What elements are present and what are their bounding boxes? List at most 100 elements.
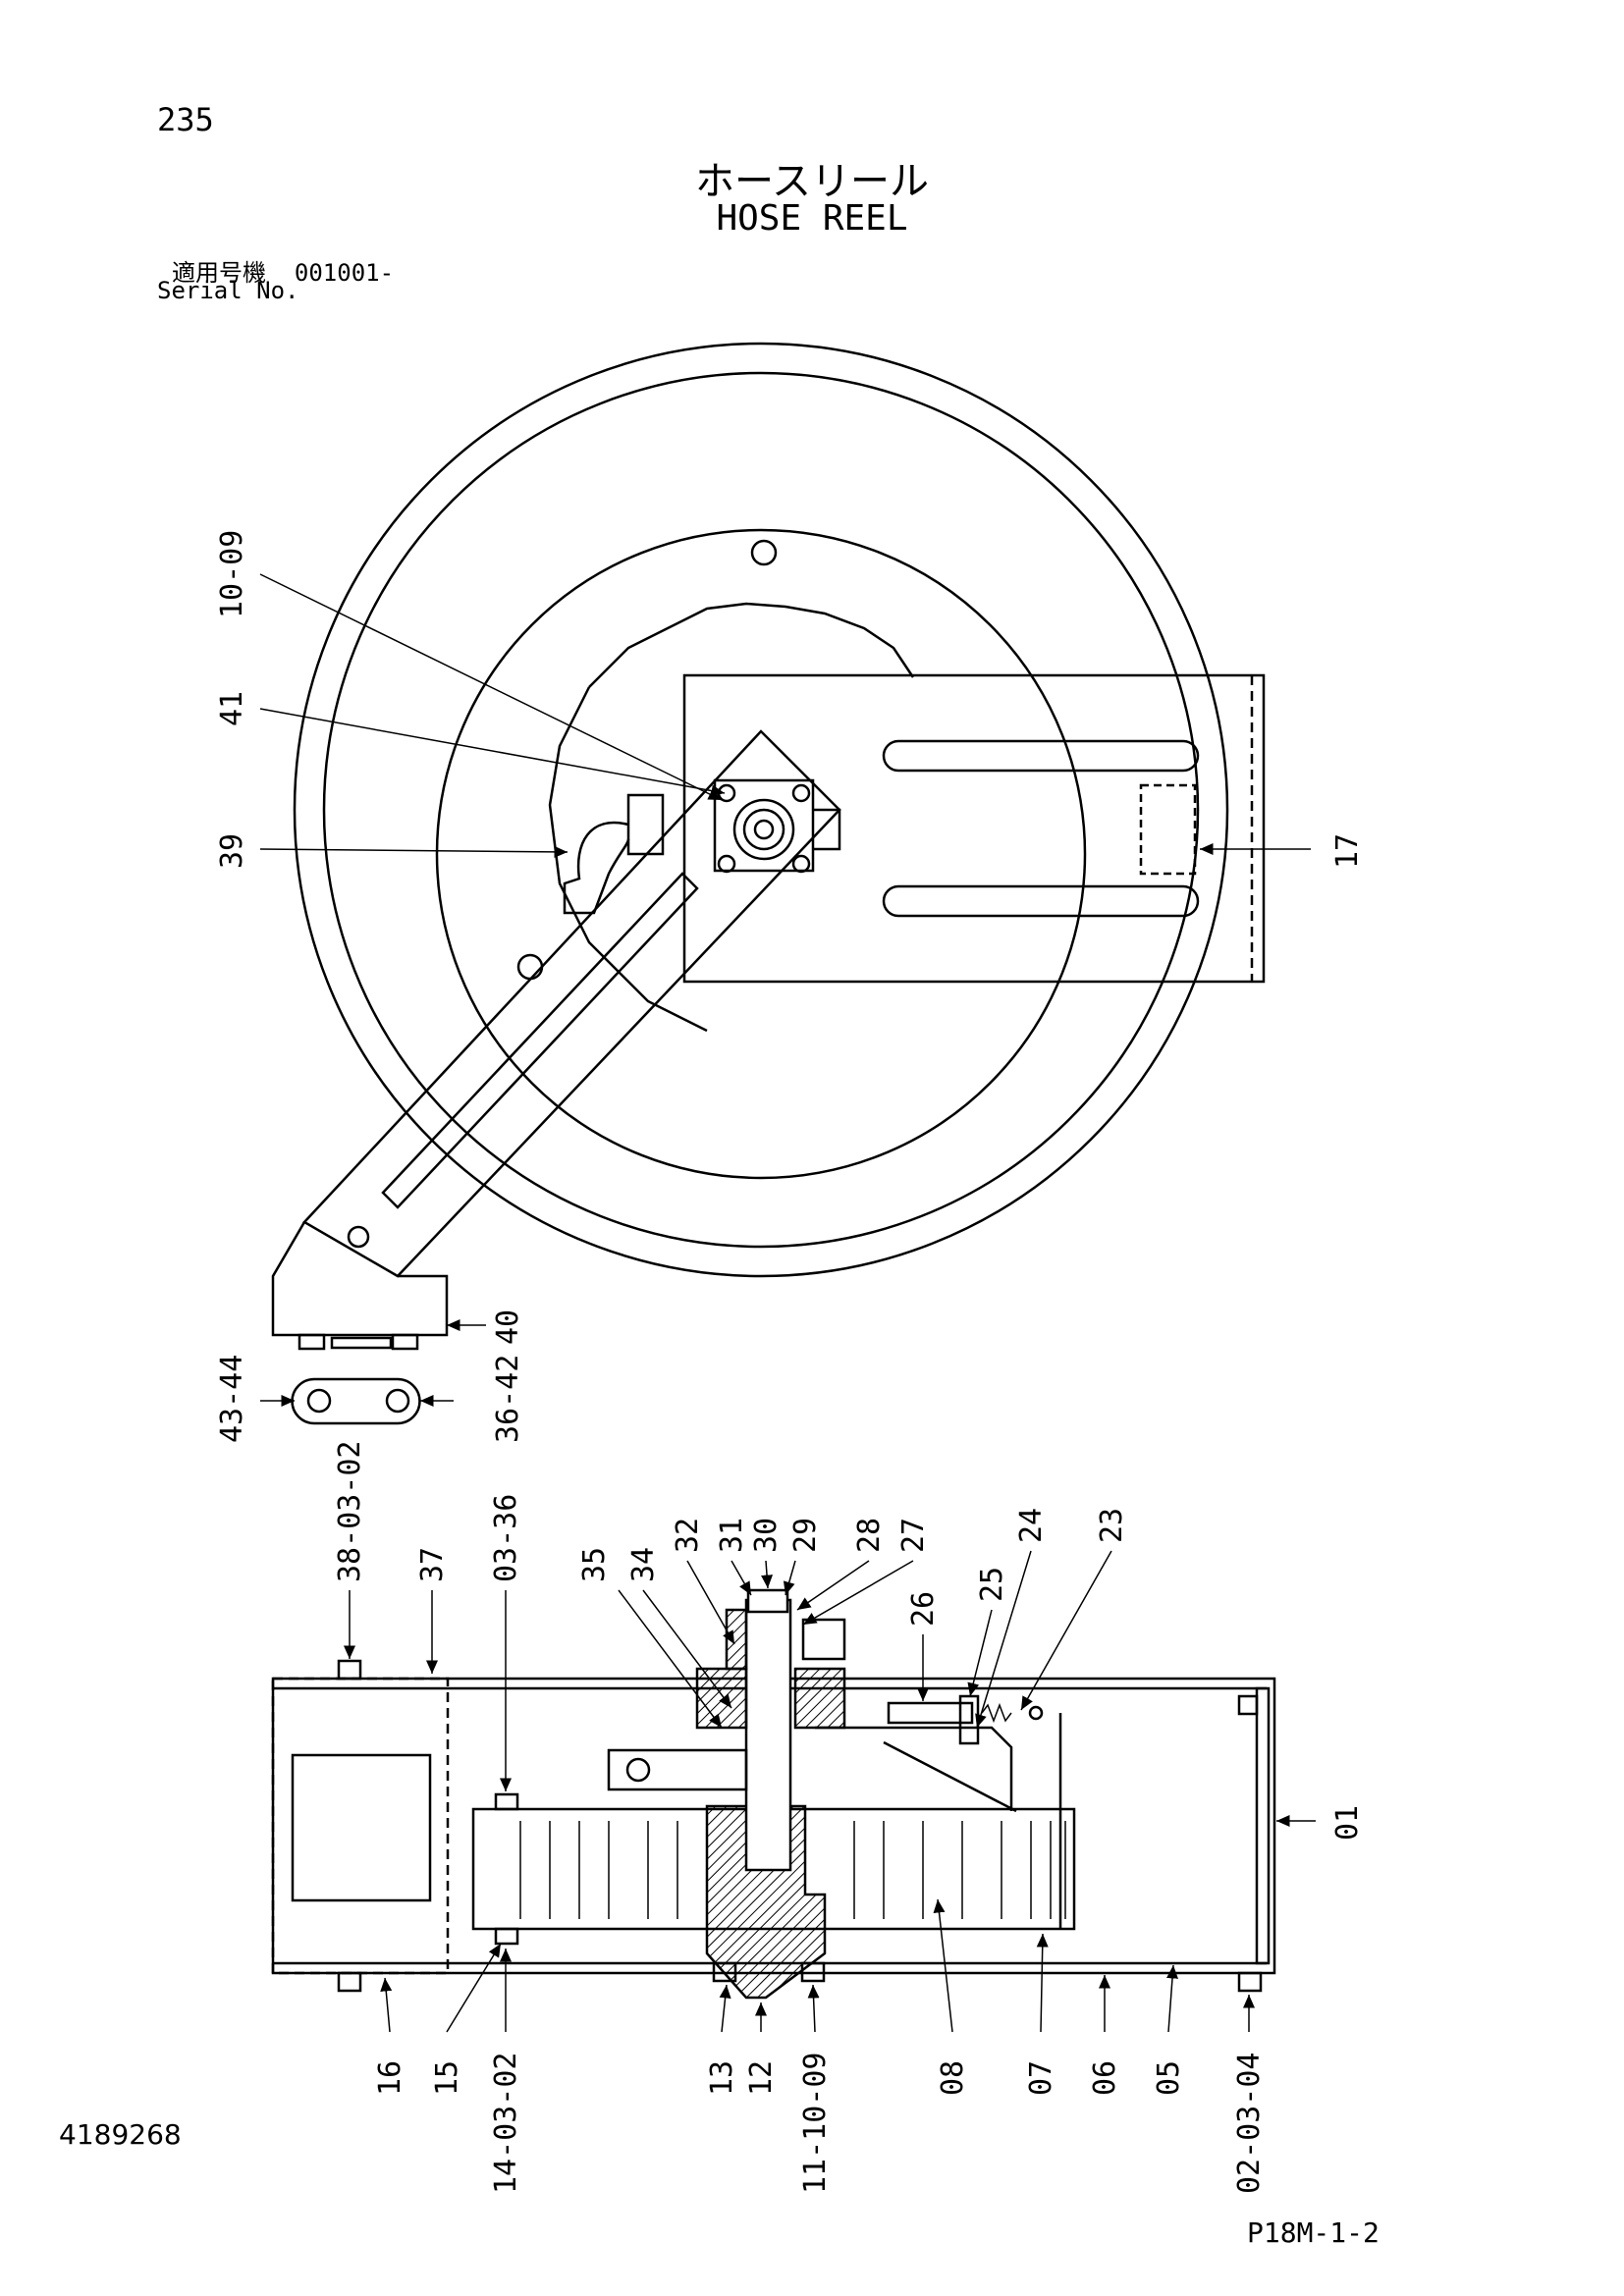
label-26: 26	[906, 1591, 941, 1627]
label-07: 07	[1024, 2060, 1058, 2096]
label-12: 12	[744, 2060, 779, 2096]
reel-inner-rim	[322, 371, 1200, 1249]
top-view-labels: 10-09 41 39 17 40 43-44 36-42	[215, 530, 1365, 1443]
swivel-bolt-3	[717, 854, 736, 874]
end-plate	[1255, 1686, 1271, 1965]
pawl-housing	[887, 1701, 974, 1725]
bolt-hub-right	[800, 1961, 826, 1983]
arm-foot	[271, 1221, 449, 1337]
ratchet-brace	[883, 1740, 1017, 1813]
reel-outer-rim	[293, 342, 1229, 1278]
foot-nut-right	[391, 1333, 419, 1351]
bracket-slot-lower	[882, 884, 1200, 918]
reel-drum	[435, 528, 1087, 1180]
page-code: P18M-1-2	[1247, 2216, 1380, 2249]
label-25: 25	[975, 1567, 1009, 1602]
label-36-42: 36-42	[491, 1355, 525, 1443]
arm-slot	[381, 872, 699, 1209]
hose-fitting-ring	[625, 1757, 651, 1783]
hose-fitting-section	[607, 1748, 748, 1791]
label-15: 15	[430, 2060, 464, 2096]
label-05: 05	[1152, 2060, 1186, 2096]
label-06: 06	[1088, 2060, 1122, 2096]
label-38-03-02: 38-03-02	[333, 1441, 367, 1583]
label-43-44: 43-44	[215, 1355, 249, 1443]
serial-label-english: Serial No.	[157, 277, 299, 304]
title-japanese: ホースリール	[695, 159, 929, 204]
ratchet-cover	[815, 1726, 1013, 1811]
label-31: 31	[715, 1518, 749, 1553]
shaft-section	[744, 1598, 792, 1872]
label-16: 16	[373, 2060, 407, 2096]
swivel-port-inner	[753, 819, 775, 840]
pawl-spring	[981, 1702, 1012, 1724]
document-number: 4189268	[59, 2118, 182, 2151]
bolt-drum-bottom	[494, 1927, 519, 1946]
bracket-slot-upper	[882, 739, 1200, 773]
drum-coils	[519, 1821, 1066, 1919]
label-30: 30	[749, 1518, 784, 1553]
clamp-plate-hole-left	[306, 1388, 332, 1414]
bolt-top-left	[337, 1659, 362, 1681]
label-14-03-02: 14-03-02	[489, 2053, 523, 2195]
label-32: 32	[671, 1518, 705, 1553]
label-01: 01	[1330, 1805, 1365, 1841]
drum-inner-edge	[548, 686, 708, 1033]
label-40: 40	[491, 1309, 525, 1345]
label-27: 27	[896, 1518, 931, 1553]
swivel-bolt-4	[791, 854, 811, 874]
swivel-port-outer	[732, 798, 795, 861]
clamp-plate	[291, 1377, 421, 1425]
serial-label-jp-text: 適用号機	[172, 259, 266, 287]
label-28: 28	[852, 1518, 887, 1553]
label-39: 39	[215, 833, 249, 869]
clamp-plate-hole-right	[385, 1388, 410, 1414]
swivel-outlet	[813, 808, 841, 851]
bearing-right	[793, 1667, 846, 1730]
label-35: 35	[577, 1547, 612, 1582]
top-view	[271, 342, 1266, 1425]
section-top-labels: 38-03-02 37 03-36 35 34 32 31 30 29 28 2…	[333, 1441, 1129, 1628]
mounting-bracket	[682, 673, 1266, 984]
elbow-nipple	[626, 793, 665, 856]
spring-core	[291, 1753, 432, 1902]
reel-hole-left	[516, 953, 544, 981]
shaft-cap	[746, 1588, 789, 1614]
bolt-bottom-right	[1237, 1971, 1263, 1993]
nameplate-hidden	[1139, 783, 1197, 876]
title-english: HOSE REEL	[716, 198, 908, 239]
label-41: 41	[215, 691, 249, 726]
seal-housing	[725, 1608, 748, 1671]
top-view-leaders	[259, 573, 1311, 1407]
label-11-10-09: 11-10-09	[798, 2053, 833, 2195]
elbow-fitting	[563, 821, 630, 915]
arm-pin-hole	[347, 1225, 370, 1249]
reel-hole-top	[750, 539, 778, 566]
label-02-03-04: 02-03-04	[1232, 2053, 1267, 2195]
pawl-pin	[1028, 1705, 1044, 1721]
bracket-section-hidden	[271, 1677, 450, 1975]
bolt-drum-top	[494, 1792, 519, 1811]
label-23: 23	[1095, 1508, 1129, 1543]
section-view	[271, 1588, 1276, 2000]
label-10-09: 10-09	[215, 530, 249, 618]
hub-section	[705, 1804, 827, 2000]
spring-cover-edge	[588, 602, 915, 688]
swivel-block	[713, 778, 815, 873]
label-24: 24	[1014, 1508, 1049, 1543]
label-34: 34	[626, 1547, 661, 1582]
serial-value: 001001-	[294, 259, 395, 287]
bolt-bottom-left	[337, 1971, 362, 1993]
foot-washer	[330, 1336, 393, 1350]
section-right-labels: 01	[1330, 1805, 1365, 1841]
section-leaders	[344, 1550, 1316, 2033]
label-17: 17	[1330, 833, 1365, 869]
swivel-bolt-2	[791, 783, 811, 803]
serial-label-japanese: 適用号機 001001-	[172, 253, 394, 288]
bolt-hub-left	[712, 1961, 737, 1983]
foot-nut-left	[298, 1333, 326, 1351]
section-bottom-labels: 16 15 14-03-02 13 12 11-10-09 08 07 06 0…	[373, 2053, 1267, 2195]
label-08: 08	[936, 2060, 970, 2096]
page-number: 235	[157, 101, 214, 138]
